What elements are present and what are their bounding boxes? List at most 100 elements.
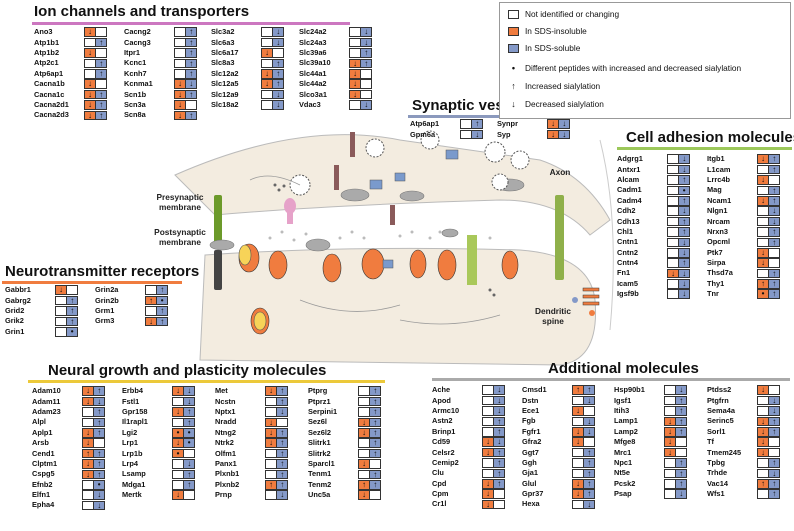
soluble-cell: ↑ (185, 58, 198, 69)
soluble-cell: ↑ (95, 110, 108, 121)
molecule-row: Sema4a↓ (707, 406, 781, 416)
molecule-row: Celsr2↓↑ (432, 447, 506, 458)
insoluble-cell: ↓ (82, 438, 94, 448)
soluble-cell: ↑ (93, 427, 106, 438)
molecule-name: Grin2a (95, 285, 119, 295)
molecule-row: Cspg5↓↑ (32, 469, 106, 480)
soluble-cell: ↑ (768, 154, 781, 164)
insoluble-cell: ↓ (145, 316, 157, 327)
insoluble-cell (482, 385, 494, 395)
molecule-name: Cntn1 (617, 237, 638, 247)
soluble-cell: • (678, 185, 691, 196)
insoluble-cell: ↑ (572, 385, 584, 395)
insoluble-cell (757, 164, 769, 175)
molecule-row: Antxr1↓ (617, 164, 691, 175)
molecule-name: Astn2 (432, 416, 453, 426)
insoluble-cell (460, 129, 472, 140)
soluble-cell: ↑ (768, 289, 781, 300)
molecule-name: Cntn4 (617, 258, 638, 268)
soluble-cell: ↑ (369, 417, 382, 428)
molecule-row: Clu↑ (432, 468, 506, 479)
molecule-row: Ncam1↓↑ (707, 196, 781, 206)
insoluble-cell (82, 479, 94, 490)
molecule-row: Adgrg1↓ (617, 154, 691, 164)
cam-section-title: Cell adhesion molecules (626, 129, 794, 146)
molecule-name: Adam23 (32, 406, 61, 416)
insoluble-cell: ↓ (664, 447, 676, 458)
molecule-name: Elfn1 (32, 490, 51, 500)
molecule-row: L1cam↑ (707, 164, 781, 175)
soluble-cell: ↑ (156, 306, 169, 316)
soluble-cell: ↑ (369, 469, 382, 480)
molecule-row: Cmsd1↑↑ (522, 385, 596, 395)
soluble-cell: ↑ (675, 416, 688, 427)
molecule-name: Lgi2 (122, 427, 138, 437)
axon-adhesion-shape (555, 195, 564, 280)
molecule-name: Adgrg1 (617, 154, 643, 164)
add-col-4: Ptdss2↓Ptgfrn↓Sema4a↓Serinc5↓↑Sorl1↓↑Tf↓… (707, 385, 781, 499)
soluble-cell: ↑ (156, 316, 169, 327)
insoluble-cell: ↓ (265, 386, 277, 396)
molecule-name: Il1rapl1 (122, 417, 148, 427)
molecule-name: Tf (707, 437, 714, 447)
molecule-row: Itpr1↑ (124, 48, 198, 58)
insoluble-cell (349, 37, 361, 48)
molecule-name: Alpl (32, 417, 46, 427)
soluble-cell: ↑ (768, 185, 781, 196)
insoluble-cell (174, 68, 186, 79)
insoluble-cell: • (172, 427, 184, 438)
insoluble-cell (482, 426, 494, 437)
insoluble-cell (757, 216, 769, 227)
insoluble-cell (667, 164, 679, 175)
insoluble-cell (145, 285, 157, 295)
molecule-name: Slc24a2 (299, 27, 327, 37)
arrow-down-icon: ↓ (511, 99, 516, 109)
molecule-row: Cntn4↑ (617, 258, 691, 268)
soluble-cell: ↑ (583, 447, 596, 458)
molecule-row: Efnb2• (32, 479, 106, 490)
molecule-row: Slc18a2↓ (211, 100, 285, 110)
molecule-name: Sez6l (308, 417, 327, 427)
insoluble-cell: ↓ (757, 175, 769, 185)
soluble-cell: ↑ (276, 396, 289, 407)
molecule-name: Sez6l2 (308, 427, 332, 437)
molecule-name: Plxnb2 (215, 479, 240, 489)
molecule-row: Grin1• (5, 326, 79, 337)
molecule-name: Nrxn3 (707, 226, 728, 236)
soluble-cell: ↓ (493, 395, 506, 406)
soluble-cell: ↑ (583, 458, 596, 468)
molecule-name: Kcnh7 (124, 68, 147, 78)
soluble-cell: ↑ (185, 48, 198, 58)
soluble-cell: ↑ (675, 468, 688, 479)
molecule-row: Gpm6a↓ (410, 129, 484, 140)
ngp-section-title: Neural growth and plasticity molecules (48, 362, 327, 379)
insoluble-cell: ↓ (358, 417, 370, 428)
insoluble-cell: ↓ (172, 438, 184, 448)
insoluble-cell (664, 478, 676, 489)
molecule-name: Cadm1 (617, 185, 642, 195)
insoluble-cell: ↓ (757, 437, 769, 447)
molecule-name: Grin1 (5, 326, 25, 336)
insoluble-cell (172, 469, 184, 480)
molecule-row: Slc39a10↓↑ (299, 58, 373, 69)
molecule-name: Gabbr1 (5, 285, 31, 295)
insoluble-cell (174, 58, 186, 69)
insoluble-cell: ↓ (82, 396, 94, 407)
insoluble-cell (460, 119, 472, 129)
molecule-row: Grin2a↑ (95, 285, 169, 295)
soluble-cell: ↑ (678, 216, 691, 227)
insoluble-cell (172, 459, 184, 469)
molecule-row: Cd59↓↓ (432, 437, 506, 447)
insoluble-cell (667, 258, 679, 268)
soluble-cell: ↓ (183, 459, 196, 469)
soluble-cell: ↑ (360, 58, 373, 69)
insoluble-cell: ↓ (664, 437, 676, 447)
molecule-row: Gpr158↓↑ (122, 407, 196, 417)
ntr-col-2: Grin2a↑Grin2b↑•Grm1↑Grm3↓↑ (95, 285, 169, 327)
soluble-cell: ↑ (95, 37, 108, 48)
molecule-name: Nlgn1 (707, 206, 728, 216)
insoluble-cell: ↓ (174, 79, 186, 89)
soluble-cell: ↓ (675, 489, 688, 499)
molecule-name: Icam5 (617, 278, 638, 288)
molecule-name: Grik2 (5, 316, 24, 326)
